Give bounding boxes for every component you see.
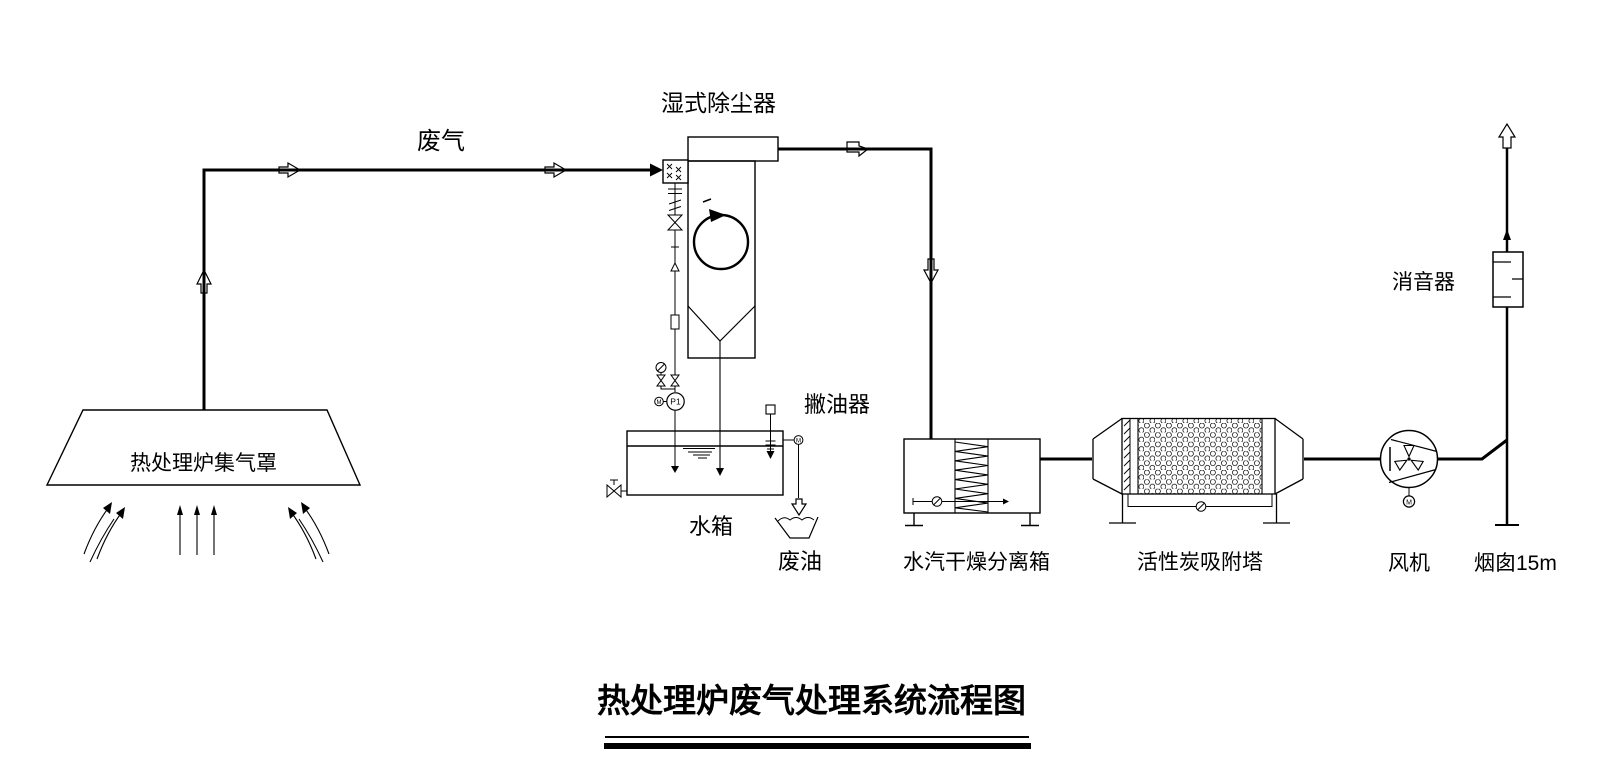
airflow-curved-stroke: [89, 518, 115, 563]
tower-left-cone: [1092, 417, 1123, 495]
valve-icon: [666, 221, 684, 231]
exhaust-gas-label: 废气: [417, 128, 465, 155]
hood-label: 热处理炉集气罩: [130, 452, 277, 475]
fan-motor-icon: [1402, 495, 1416, 508]
water-tank-label: 水箱: [689, 514, 734, 539]
cyclone-vortex-icon: [692, 213, 750, 271]
water-level-icon: [683, 448, 715, 459]
check-valve-icon: [670, 261, 680, 272]
chimney-outlet-arrow-icon: [1497, 122, 1517, 149]
collector-body: [687, 160, 756, 359]
fan-unit: [1379, 429, 1439, 508]
pipe-break-icon: [668, 199, 682, 211]
drying-box-shape: [903, 438, 1041, 514]
duct-hood-to-collector: [202, 168, 650, 410]
tank-shape: [626, 430, 784, 496]
duct-inlet-arrowhead: [650, 163, 663, 177]
flow-arrow-icons: [196, 122, 1517, 517]
fan-impeller-icon: [1393, 444, 1425, 472]
water-tank: [606, 404, 819, 539]
skimmer-rod: [765, 414, 776, 452]
oil-skimmer-label: 撇油器: [804, 392, 871, 417]
discharge-arrowhead: [671, 466, 679, 473]
valve-stem: [610, 479, 618, 485]
title-underline-thin: [605, 736, 1029, 738]
title-underline-thick: [604, 743, 1031, 749]
hood-shape: [45, 409, 362, 486]
carbon-bed-fill: [1138, 418, 1262, 494]
skimmer-motor-tag: M: [796, 439, 801, 445]
pump-motor-tag: M: [657, 400, 662, 406]
duct-fan-to-chimney: [1437, 438, 1508, 461]
spray-nozzle-icons: [666, 163, 682, 181]
flow-arrow-icon-up: [196, 268, 212, 294]
chimney-stack: [1495, 148, 1519, 526]
wet-dust-collector-label: 湿式除尘器: [661, 90, 776, 116]
vortex-dash: [702, 198, 712, 203]
airflow-curved-stroke: [298, 518, 324, 563]
valve-icon: [666, 214, 684, 224]
airflow-curved-arrow-icon: [83, 506, 110, 555]
skimmer-head: [765, 404, 776, 415]
valve-icon: [656, 379, 666, 387]
duct-collector-to-dryingbox: [778, 147, 933, 439]
tower-legs: [1109, 494, 1290, 524]
drying-box-legs: [905, 513, 1039, 527]
valve-icon: [670, 374, 680, 382]
vortex-rotation-arrowhead: [709, 209, 726, 222]
drain-valve-icon: [606, 483, 615, 499]
pump-tag: P1: [670, 397, 681, 407]
wet-dust-collector: [662, 136, 779, 476]
drain-trap-slash: [933, 497, 941, 506]
waste-oil-surface: [777, 517, 815, 522]
chimney-label: 烟囱15m: [1474, 552, 1557, 575]
tower-screen-hatch: [1123, 419, 1131, 491]
main-gas-duct: [202, 147, 1508, 461]
carbon-adsorption-tower: [1092, 417, 1304, 524]
flow-arrow-icon-down: [922, 258, 940, 285]
airflow-curved-arrow-icon: [303, 506, 330, 555]
chimney-direction-arrowhead: [1503, 229, 1511, 240]
fan-label: 风机: [1388, 552, 1430, 575]
collection-hood: [45, 409, 362, 486]
drain-valve-icon: [613, 483, 622, 499]
waste-oil-drop-arrow-icon: [790, 498, 808, 517]
muffler-baffles: [1493, 261, 1523, 298]
drying-box-label: 水汽干燥分离箱: [903, 551, 1050, 574]
box-drain-line: [912, 498, 1004, 505]
flow-arrow-icon: [846, 141, 870, 158]
gauge-branch-line: [660, 386, 675, 390]
collector-funnel: [687, 305, 756, 342]
flow-arrow-icon: [544, 161, 568, 179]
spray-water-line: [654, 183, 685, 473]
drain-arrowhead: [716, 468, 724, 476]
carbon-tower-label: 活性炭吸附塔: [1137, 551, 1263, 574]
skimmer-motor-icon: [793, 435, 804, 445]
box-drain-arrowhead: [1003, 498, 1009, 505]
valve-icon: [670, 379, 680, 387]
collector-cap: [687, 136, 779, 162]
tower-drain-trap-slash: [1197, 502, 1205, 511]
waste-oil-cup: [774, 516, 819, 539]
union-icon: [668, 188, 682, 194]
fan-motor-tag: M: [1406, 500, 1412, 507]
valve-icon: [656, 374, 666, 382]
waste-oil-label: 废油: [778, 549, 823, 574]
cooling-coil-icon: [954, 441, 989, 513]
hood-airflow-arrows: [83, 502, 330, 563]
muffler-unit: [1492, 251, 1524, 308]
carbon-bed-boundaries: [1137, 418, 1263, 494]
drying-separation-box: [903, 438, 1041, 527]
collector-inlet-box: [662, 159, 689, 184]
flow-meter-icon: [670, 314, 680, 330]
skimmer-arrowhead: [766, 451, 775, 459]
flow-arrow-icon: [278, 161, 302, 179]
tower-right-cone: [1274, 417, 1304, 495]
diagram-title: 热处理炉废气处理系统流程图: [597, 684, 1026, 720]
muffler-label: 消音器: [1392, 271, 1455, 294]
